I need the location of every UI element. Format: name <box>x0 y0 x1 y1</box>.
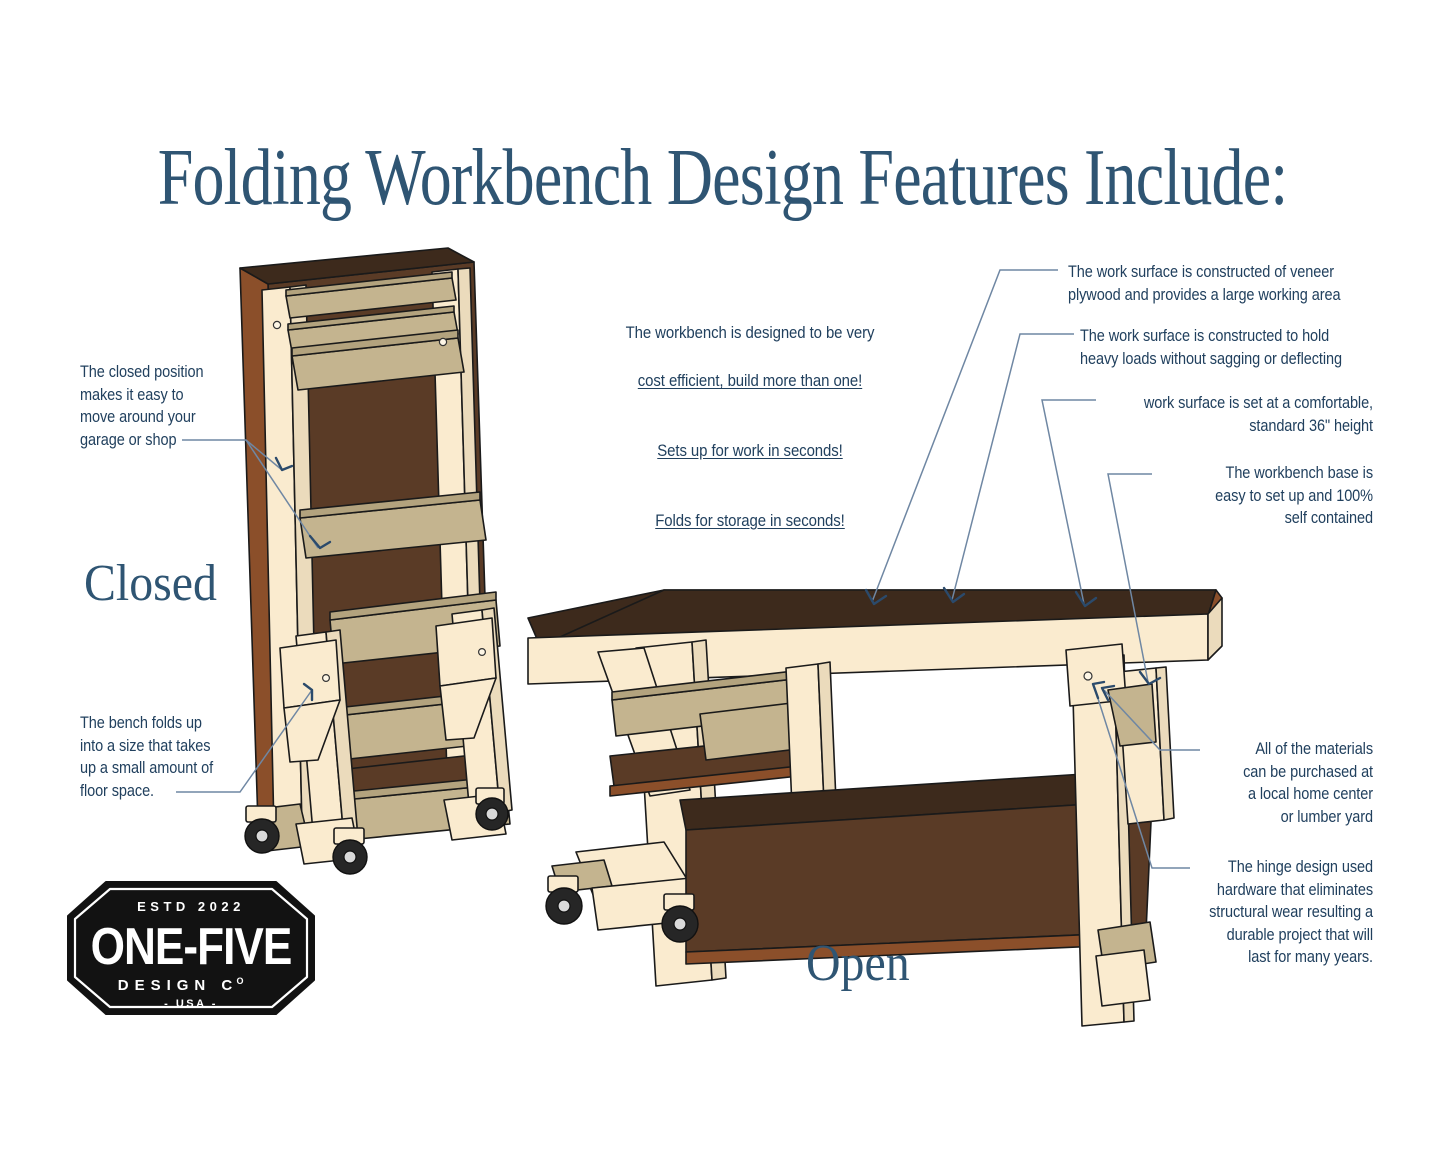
logo-name-text: ONE-FIVE <box>91 919 292 976</box>
closed-workbench-illustration <box>239 247 513 875</box>
stage-label-open: Open <box>806 935 910 992</box>
leader-lines <box>176 269 1200 869</box>
caster-wheel <box>661 893 699 943</box>
center-notes-block: The workbench is designed to be very cos… <box>618 297 882 533</box>
caster-wheel <box>244 805 280 854</box>
annotation-folds-small-footprint: The bench folds up into a size that take… <box>80 714 214 800</box>
annotation-self-contained-base: The workbench base is easy to set up and… <box>1215 464 1373 527</box>
caster-wheel <box>545 875 583 925</box>
one-five-design-co-logo: ESTD 2022 ONE-FIVE DESIGN C O - USA - <box>67 881 315 1015</box>
center-note-line3: Folds for storage in seconds! <box>655 511 845 530</box>
logo-badge-inner-outline <box>73 887 309 1009</box>
annotation-closed-position: The closed position makes it easy to mov… <box>80 363 204 449</box>
logo-badge-shape <box>67 881 315 1015</box>
caster-wheel <box>332 827 368 875</box>
logo-established-text: ESTD 2022 <box>137 899 245 914</box>
annotation-hinge-durability: The hinge design used hardware that elim… <box>1209 858 1373 966</box>
center-note-line1a: The workbench is designed to be very <box>625 323 875 342</box>
page-title: Folding Workbench Design Features Includ… <box>157 134 1288 222</box>
annotation-veneer-plywood-top: The work surface is constructed of venee… <box>1068 263 1341 304</box>
logo-subtitle-text: DESIGN C <box>118 977 239 994</box>
annotation-materials-availability: All of the materials can be purchased at… <box>1243 740 1373 826</box>
annotation-heavy-load-capacity: The work surface is constructed to hold … <box>1080 327 1342 368</box>
stage-label-closed: Closed <box>84 555 217 612</box>
logo-subtitle-superscript: O <box>236 976 243 986</box>
caster-wheel <box>475 787 509 831</box>
annotation-36-inch-height: work surface is set at a comfortable, st… <box>1143 394 1373 435</box>
center-note-line2: Sets up for work in seconds! <box>657 441 843 460</box>
center-note-line1b: cost efficient, build more than one! <box>637 371 863 390</box>
open-workbench-illustration <box>527 589 1223 1027</box>
logo-country-text: - USA - <box>164 998 218 1010</box>
